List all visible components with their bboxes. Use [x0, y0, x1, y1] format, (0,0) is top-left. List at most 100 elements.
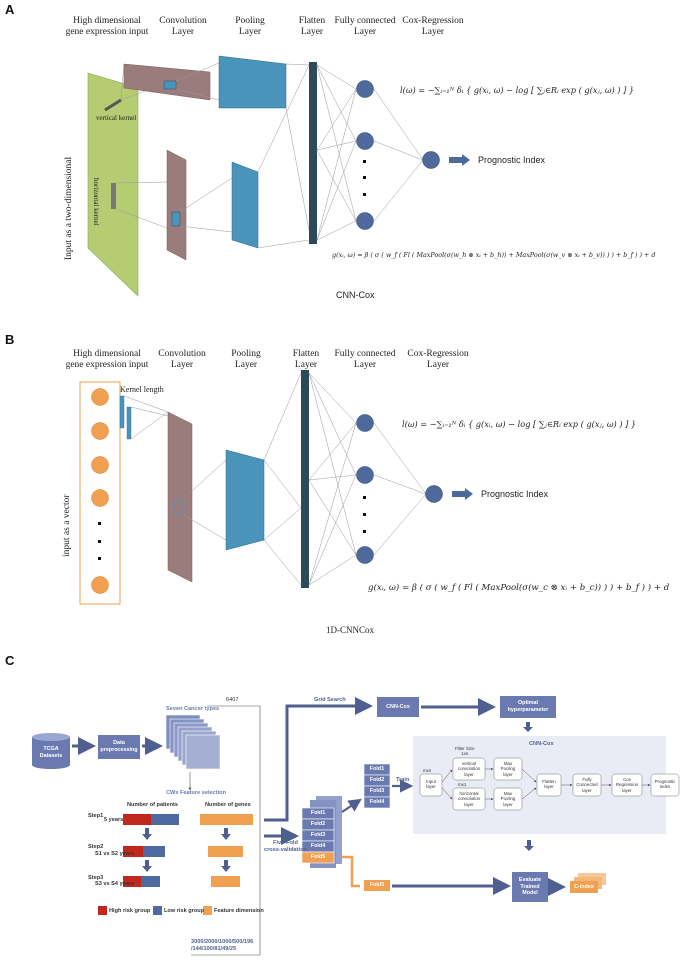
fold-label: Fold1 [310, 810, 326, 816]
flatten-bar-b [301, 370, 309, 588]
evaluate-box [512, 872, 548, 902]
ellipsis-dot [363, 530, 366, 533]
legend-low-label: Low risk group [164, 908, 205, 914]
ellipsis-dot [98, 540, 101, 543]
train-fold-label: Fold2 [369, 777, 385, 783]
count-6407: 6407 [226, 697, 239, 703]
fc-node [356, 414, 374, 432]
conv-bottom-window [171, 211, 181, 227]
train-fold-label: Fold3 [369, 788, 385, 794]
horizontal-kernel-mark [111, 183, 116, 209]
fc-node [356, 546, 374, 564]
header-conv-b: Convolution Layer [158, 349, 206, 370]
header-input: High dimensional gene expression input [65, 16, 149, 37]
cox-label: Cox Regression layer [615, 777, 639, 793]
step2-bars [123, 846, 243, 857]
cnncox-panel-title: CNN-Cox [529, 741, 554, 747]
loss-formula-b: l(ω) = −∑ᵢ₌₁ᴺ δᵢ { g(xᵢ, ω) − log [ ∑ⱼ∈R… [402, 419, 637, 429]
input-node [91, 456, 109, 474]
conv-window-b [174, 499, 183, 515]
legend-high-swatch [98, 906, 107, 915]
flatten-label: Flatten layer [542, 779, 556, 790]
s3s4-label: S3 vs S4 years [95, 881, 135, 887]
input-node [91, 489, 109, 507]
input-layer-label: Input layer [426, 779, 436, 790]
pool-slab-bottom [231, 161, 259, 249]
header-flatten: Flatten Layer [298, 16, 326, 37]
ellipsis-dot [363, 513, 366, 516]
conv-slab-b [167, 411, 193, 583]
vertical-kernel-label: vertical kernel [96, 114, 137, 122]
fc-node [356, 466, 374, 484]
header-fc-b: Fully connected Layer [334, 349, 396, 370]
step-down-arrows [142, 828, 231, 872]
grid-search-label: Grid Search [314, 697, 346, 703]
legend-high-label: High risk group [109, 908, 151, 914]
down-arrow-icon [523, 722, 533, 732]
legend-feat-swatch [203, 906, 212, 915]
output-arrow-icon [449, 154, 470, 166]
legend-low-swatch [153, 906, 162, 915]
fold-label: Fold2 [310, 821, 326, 827]
step1-bars [123, 814, 253, 825]
header-cox: Cox-Regression Layer [402, 16, 464, 37]
mxn-label: mxn [423, 768, 432, 773]
tcga-label: TCGA Datasets [39, 746, 63, 759]
ellipsis-dot [363, 160, 366, 163]
input-vector-box [79, 381, 121, 605]
cnn-cox-box [377, 697, 419, 717]
pool-slab-top [218, 55, 287, 109]
panel-a-letter: A [5, 2, 15, 17]
train-label: Train [396, 777, 410, 783]
header-pool: Pooling Layer [235, 16, 265, 37]
panel-b-letter: B [5, 332, 15, 347]
pool-slab-b [225, 449, 265, 551]
prognostic-index-a: Prognostic Index [478, 155, 546, 165]
caption-b: 1D-CNNCox [326, 625, 375, 635]
cox-node [422, 151, 440, 169]
panel-c [32, 696, 680, 956]
step3-label: Step3 [88, 875, 104, 881]
cox-node [425, 485, 443, 503]
g-formula-a: g(xᵢ, ω) = β ( σ ( w_f ( Fl ( MaxPool(σ(… [332, 251, 656, 259]
cws-label: CWx Feature selection [166, 790, 226, 796]
maxpool-top-label: Max Pooling layer [500, 761, 516, 777]
panel-c-letter: C [5, 653, 15, 668]
pi-label: Prognostic Index [654, 779, 676, 790]
caption-a: CNN-Cox [336, 290, 375, 300]
vertical-kernel-mark [104, 98, 122, 112]
cancer-types-stack [165, 714, 221, 770]
s1s2-label: S1 vs S2 years [95, 851, 135, 857]
optimal-box [500, 696, 556, 718]
count-bracket [191, 705, 261, 956]
preproc-label: Data preprocessing [100, 740, 138, 753]
vconv-label: vertical convolution layer [457, 761, 481, 777]
evaluate-label: Evaluate Trained Model [518, 877, 542, 896]
fold-label: Fold5 [310, 854, 326, 860]
ellipsis-dot [363, 193, 366, 196]
fold-label: Fold4 [310, 843, 326, 849]
train-fold-label: Fold4 [369, 799, 385, 805]
horizontal-kernel-label: horizontal kernel [92, 178, 100, 226]
prognostic-index-b: Prognostic Index [481, 489, 549, 499]
num-genes-label: Number of genes [205, 802, 251, 808]
input-node [91, 388, 109, 406]
hconv-label: horizontal convolution layer [457, 791, 481, 807]
optimal-label: Optimal hyperparameter [507, 700, 549, 713]
panel-b [79, 370, 473, 605]
train-folds [363, 763, 391, 809]
tcga-database-icon [32, 733, 70, 769]
num-patients-label: Number of patients [127, 802, 178, 808]
cnn-cox-label: CNN-Cox [386, 704, 410, 710]
header-flatten-b: Flatten Layer [292, 349, 320, 370]
header-cox-b: Cox-Regression Layer [407, 349, 469, 370]
flatten-bar-a [309, 62, 317, 244]
fc-node [356, 80, 374, 98]
output-arrow-icon [452, 488, 473, 500]
header-pool-b: Pooling Layer [231, 349, 261, 370]
panel-a [87, 55, 470, 297]
header-input-b: High dimensional gene expression input [65, 349, 149, 370]
ellipsis-dot [98, 522, 101, 525]
fold-label: Fold3 [310, 832, 326, 838]
